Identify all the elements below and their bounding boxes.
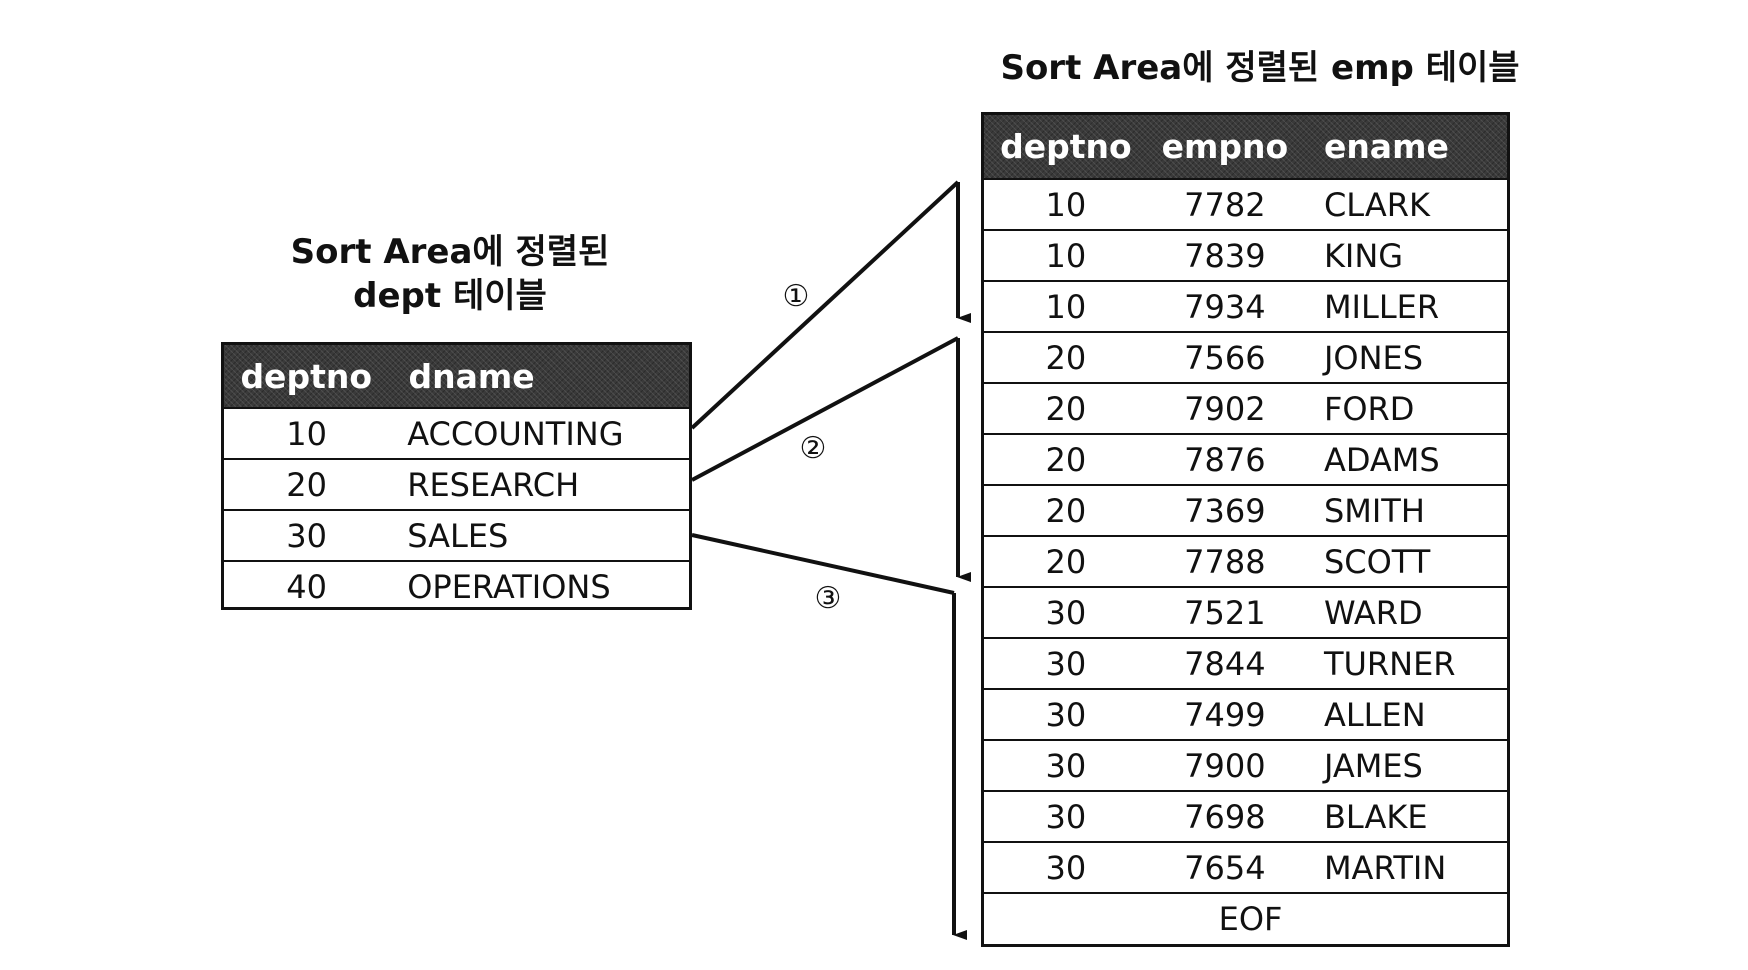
emp-cell-deptno: 30: [1045, 695, 1087, 734]
emp-cell-ename: WARD: [1323, 593, 1423, 632]
step3-join-line: [691, 533, 955, 595]
step1-label: ①: [783, 279, 810, 314]
emp-cell-ename: JAMES: [1323, 746, 1423, 785]
emp-cell-empno: 7876: [1184, 440, 1266, 479]
table-row: 20 7876 ADAMS: [984, 433, 1507, 484]
emp-cell-deptno: 30: [1045, 644, 1087, 683]
emp-cell-ename: ALLEN: [1323, 695, 1426, 734]
step1-join-line: [690, 180, 960, 430]
table-row: 30 7654 MARTIN: [984, 841, 1507, 892]
dept-col-deptno: deptno: [240, 356, 373, 396]
table-row: 40 OPERATIONS: [224, 560, 689, 611]
emp-cell-empno: 7521: [1184, 593, 1266, 632]
dept-cell-dname: SALES: [407, 516, 509, 555]
emp-cell-deptno: 30: [1045, 746, 1087, 785]
emp-cell-deptno: 20: [1045, 542, 1087, 581]
emp-cell-ename: KING: [1323, 236, 1404, 275]
table-row: 30 7521 WARD: [984, 586, 1507, 637]
table-row: 20 7369 SMITH: [984, 484, 1507, 535]
dept-cell-deptno: 20: [286, 465, 327, 504]
emp-table-title: Sort Area에 정렬된 emp 테이블: [1000, 48, 1520, 88]
emp-cell-empno: 7900: [1184, 746, 1266, 785]
dept-cell-dname: OPERATIONS: [407, 567, 611, 606]
emp-cell-empno: 7369: [1184, 491, 1266, 530]
emp-cell-ename: JONES: [1323, 338, 1424, 377]
table-row: 10 ACCOUNTING: [224, 407, 689, 458]
emp-cell-ename: MARTIN: [1323, 848, 1447, 887]
table-row: 10 7839 KING: [984, 229, 1507, 280]
emp-cell-ename: ADAMS: [1323, 440, 1440, 479]
dept-title-line2: dept 테이블: [353, 276, 547, 316]
table-row: 20 7902 FORD: [984, 382, 1507, 433]
emp-cell-ename: CLARK: [1323, 185, 1430, 224]
table-row: 30 SALES: [224, 509, 689, 560]
emp-cell-empno: 7654: [1184, 848, 1266, 887]
table-row: 30 7844 TURNER: [984, 637, 1507, 688]
table-row: 30 7900 JAMES: [984, 739, 1507, 790]
emp-cell-empno: 7934: [1184, 287, 1266, 326]
emp-cell-ename: BLAKE: [1323, 797, 1428, 836]
table-row: 20 7566 JONES: [984, 331, 1507, 382]
table-row: 30 7698 BLAKE: [984, 790, 1507, 841]
emp-cell-ename: TURNER: [1323, 644, 1456, 683]
table-row: 20 7788 SCOTT: [984, 535, 1507, 586]
step2-label: ②: [800, 431, 827, 466]
emp-cell-deptno: 30: [1045, 593, 1087, 632]
emp-cell-empno: 7839: [1184, 236, 1266, 275]
emp-table-header: deptno empno ename: [984, 115, 1507, 178]
dept-table-header: deptno dname: [224, 345, 689, 407]
dept-cell-deptno: 30: [286, 516, 327, 555]
emp-col-deptno: deptno: [1000, 127, 1132, 166]
emp-col-ename: ename: [1323, 127, 1449, 166]
dept-cell-dname: RESEARCH: [407, 465, 580, 504]
table-row: 10 7782 CLARK: [984, 178, 1507, 229]
dept-col-dname: dname: [408, 356, 535, 396]
dept-table: deptno dname 10 ACCOUNTING 20 RESEARCH 3…: [221, 342, 692, 610]
table-row: 20 RESEARCH: [224, 458, 689, 509]
emp-cell-empno: 7782: [1184, 185, 1266, 224]
step3-label: ③: [815, 581, 842, 616]
table-row: 10 7934 MILLER: [984, 280, 1507, 331]
emp-cell-empno: 7566: [1184, 338, 1266, 377]
emp-cell-empno: 7698: [1184, 797, 1266, 836]
emp-cell-deptno: 10: [1045, 236, 1087, 275]
emp-cell-deptno: 20: [1045, 440, 1087, 479]
emp-cell-empno: 7788: [1184, 542, 1266, 581]
emp-cell-ename: FORD: [1323, 389, 1415, 428]
eof-marker: EOF: [1218, 899, 1283, 938]
emp-cell-deptno: 20: [1045, 389, 1087, 428]
dept-cell-deptno: 10: [286, 414, 327, 453]
dept-title-line1: Sort Area에 정렬된: [290, 232, 610, 272]
emp-cell-deptno: 20: [1045, 491, 1087, 530]
eof-row: EOF: [984, 892, 1507, 943]
dept-cell-deptno: 40: [286, 567, 327, 606]
emp-cell-deptno: 30: [1045, 848, 1087, 887]
emp-cell-empno: 7499: [1184, 695, 1266, 734]
emp-cell-empno: 7844: [1184, 644, 1266, 683]
dept-table-title: Sort Area에 정렬된 dept 테이블: [250, 230, 650, 318]
step2-join-line: [691, 336, 959, 482]
dept-cell-dname: ACCOUNTING: [407, 414, 624, 453]
emp-cell-deptno: 30: [1045, 797, 1087, 836]
table-row: 30 7499 ALLEN: [984, 688, 1507, 739]
emp-cell-ename: MILLER: [1323, 287, 1440, 326]
emp-cell-deptno: 20: [1045, 338, 1087, 377]
emp-cell-ename: SCOTT: [1323, 542, 1431, 581]
emp-table: deptno empno ename 10 7782 CLARK 10 7839…: [981, 112, 1510, 947]
emp-cell-deptno: 10: [1045, 185, 1087, 224]
emp-cell-ename: SMITH: [1323, 491, 1425, 530]
emp-cell-empno: 7902: [1184, 389, 1266, 428]
emp-cell-deptno: 10: [1045, 287, 1087, 326]
emp-col-empno: empno: [1161, 127, 1289, 166]
